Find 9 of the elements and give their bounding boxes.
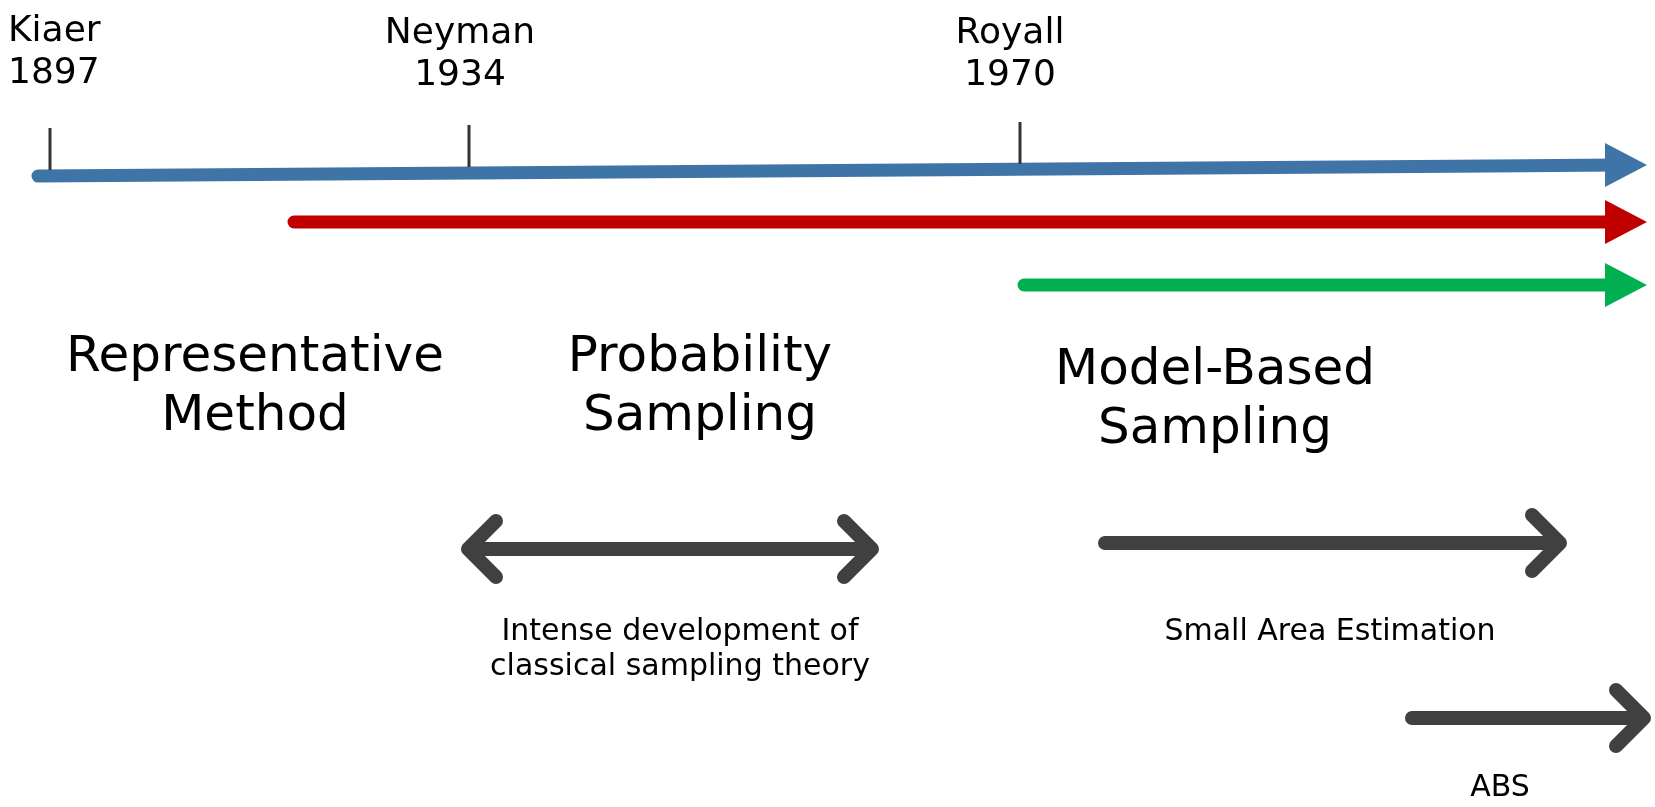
period-title: Representative Method bbox=[65, 325, 445, 443]
period-note: ABS bbox=[1469, 768, 1531, 804]
year-label: Kiaer 1897 bbox=[8, 8, 102, 93]
period-title: Probability Sampling bbox=[566, 325, 834, 443]
period-note: Small Area Estimation bbox=[1163, 612, 1497, 648]
year-label: Royall 1970 bbox=[954, 10, 1066, 95]
period-title: Model-Based Sampling bbox=[1054, 338, 1376, 456]
year-label: Neyman 1934 bbox=[383, 10, 537, 95]
period-note: Intense development of classical sampling theory bbox=[489, 612, 871, 683]
